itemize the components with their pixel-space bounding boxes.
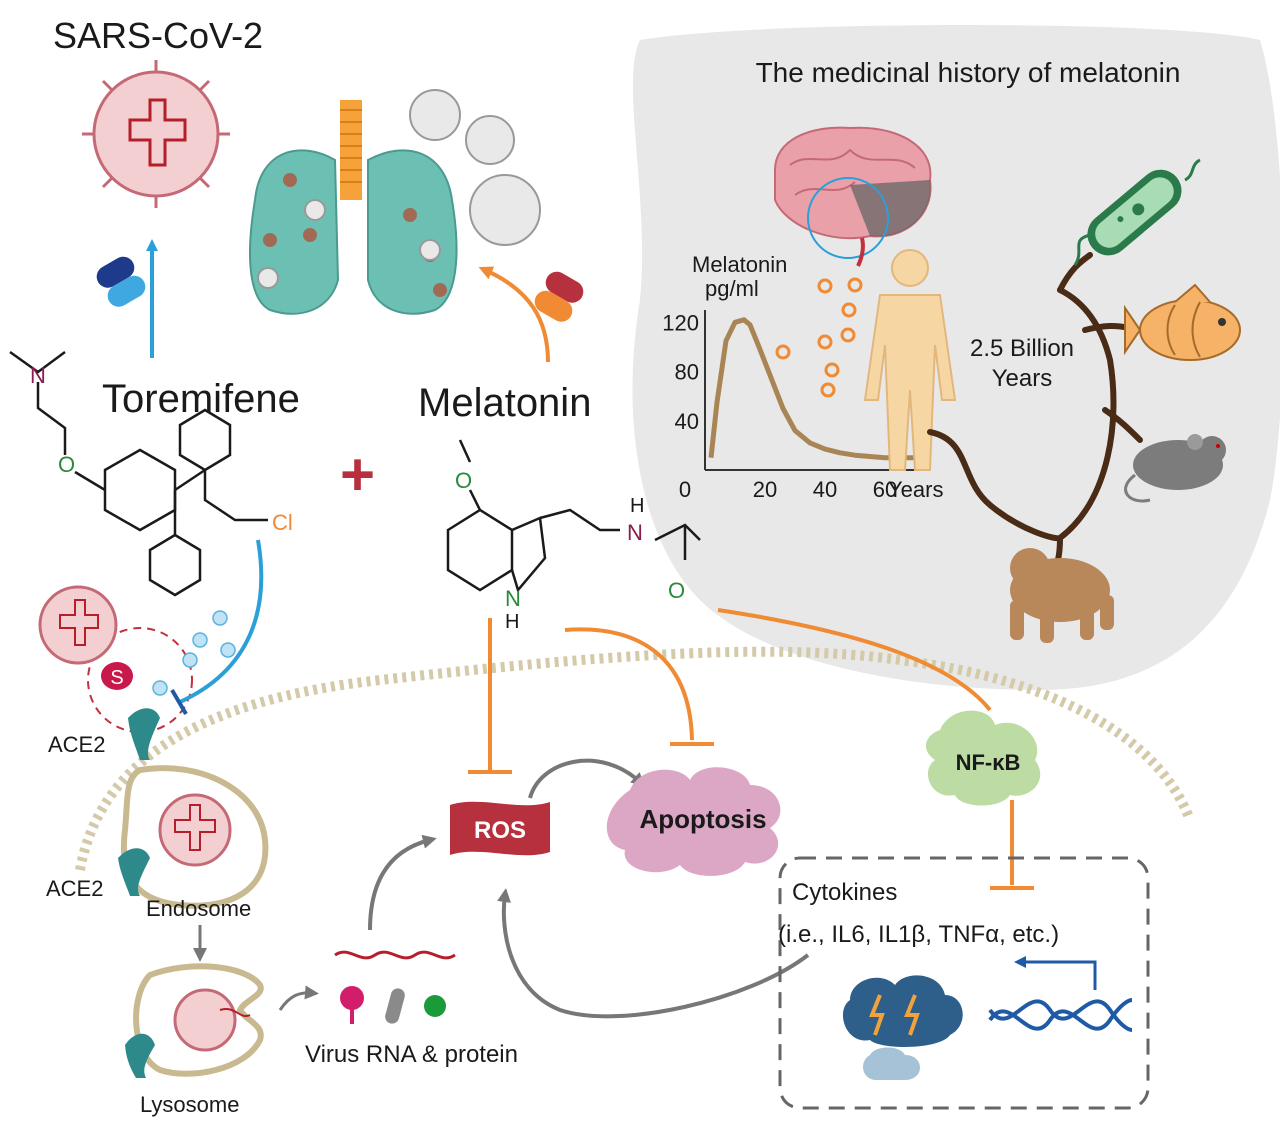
atom-n-indole: N <box>505 586 521 611</box>
toremifene-structure <box>9 350 268 597</box>
nfkb-node: NF-κB <box>925 710 1041 806</box>
atom-cl: Cl <box>272 510 293 535</box>
chart-x-tick: 60 <box>873 477 897 502</box>
chart-xlabel: Years <box>888 477 943 502</box>
ace2-receptor-icon <box>128 708 160 760</box>
chart-x-tick: 0 <box>679 477 691 502</box>
atom-n-amide: N <box>627 520 643 545</box>
virus-rna-strand <box>334 950 456 960</box>
toremifene-inhibit-line <box>179 539 264 704</box>
cytokines-to-ros-arrow <box>497 888 810 1019</box>
rna-to-ros-arrow <box>368 834 437 931</box>
virus-icon <box>82 60 230 208</box>
chart-y-tick: 40 <box>675 409 699 434</box>
evolution-span-line2: Years <box>992 365 1053 392</box>
binding-zone <box>87 627 193 733</box>
cell-membrane <box>75 646 1195 871</box>
plus-sign: + <box>340 441 375 508</box>
atom-o-methoxy: O <box>455 468 472 493</box>
lungs-icon <box>249 100 458 315</box>
evolution-tree <box>927 252 1143 583</box>
virus-products-label: Virus RNA & protein <box>305 1041 518 1068</box>
capsule-icon <box>96 256 146 307</box>
transcription-arrow <box>1014 956 1097 990</box>
chart-y-tick: 80 <box>675 360 699 385</box>
ros-node: ROS <box>450 801 550 856</box>
melatonin-arrow <box>478 266 550 363</box>
atom-o-carbonyl: O <box>668 578 685 603</box>
cytokines-box <box>778 856 1150 1110</box>
virus-icon <box>38 585 118 665</box>
spike-protein-icon: S <box>101 662 133 690</box>
cytokines-title: Cytokines <box>792 879 897 906</box>
atom-n: N <box>30 363 46 388</box>
lysosome-arrow <box>278 985 319 1011</box>
melatonin-structure <box>446 439 701 593</box>
chart-series-line <box>708 317 915 461</box>
chart-x-tick: 20 <box>753 477 777 502</box>
chart-ylabel: Melatonin <box>692 252 787 277</box>
melatonin-age-chart: Melatonin pg/ml 0 20 40 60 40 80 120 Years <box>662 252 943 502</box>
toremifene-inhibit-bar <box>170 688 188 716</box>
bacterium-icon <box>1073 158 1201 266</box>
ace2-label-bottom: ACE2 <box>46 876 103 901</box>
apoptosis-node: Apoptosis <box>606 767 781 876</box>
cloud-icon <box>842 975 963 1080</box>
lysosome <box>125 963 264 1078</box>
chart-x-tick: 40 <box>813 477 837 502</box>
endosome-label: Endosome <box>146 896 251 921</box>
spike-label: S <box>110 667 123 689</box>
apoptosis-label: Apoptosis <box>639 804 766 834</box>
mouse-icon <box>1124 434 1226 503</box>
brain-icon <box>774 126 932 267</box>
toremifene-molecules <box>152 610 236 696</box>
cytokines-examples: (i.e., IL6, IL1β, TNFα, etc.) <box>778 921 1059 948</box>
history-title: The medicinal history of melatonin <box>756 57 1181 88</box>
virus-protein-icons <box>340 986 446 1024</box>
virus-title: SARS-CoV-2 <box>53 15 263 56</box>
atom-h-amide: H <box>630 495 644 517</box>
chart-yunit: pg/ml <box>705 276 759 301</box>
chart-y-tick: 120 <box>662 310 699 335</box>
ros-to-apoptosis-arrow <box>528 758 646 799</box>
toremifene-label: Toremifene <box>102 377 300 421</box>
capsule-icon <box>534 271 584 322</box>
ace2-label-top: ACE2 <box>48 732 105 757</box>
ape-icon <box>1010 548 1114 643</box>
melatonin-inhibitions <box>468 608 1034 890</box>
evolution-span-line1: 2.5 Billion <box>970 335 1074 362</box>
melatonin-dots <box>775 277 863 398</box>
atom-o: O <box>58 452 75 477</box>
ros-label: ROS <box>474 817 526 844</box>
human-icon <box>863 249 957 471</box>
fish-icon <box>1124 283 1241 361</box>
nfkb-label: NF-κB <box>956 750 1021 775</box>
melatonin-label: Melatonin <box>418 381 591 425</box>
atom-h-indole: H <box>505 611 519 633</box>
lysosome-label: Lysosome <box>140 1092 239 1117</box>
dna-icon <box>988 998 1133 1032</box>
endosome <box>118 765 269 909</box>
virus-cluster <box>257 89 541 289</box>
